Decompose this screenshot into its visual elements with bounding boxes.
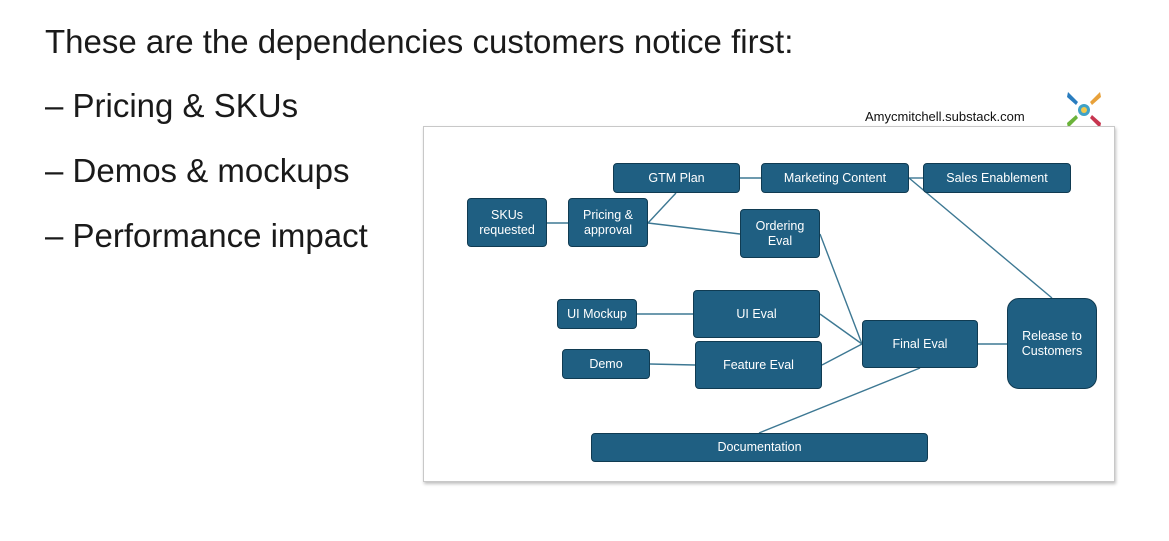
dependency-lines [547,177,1053,434]
bullet-demos-mockups: – Demos & mockups [45,152,350,189]
edge-pricing-approval-to-gtm-plan [647,192,677,224]
edge-pricing-approval-to-ordering-eval [647,222,741,235]
edge-marketing-content-to-release [908,177,1053,299]
node-ui-eval: UI Eval [693,290,820,338]
node-feature-eval: Feature Eval [695,341,822,389]
edge-feature-eval-to-final-eval [821,343,863,366]
node-sales-enablement: Sales Enablement [923,163,1071,193]
node-pricing-approval: Pricing &approval [568,198,648,247]
node-final-eval: Final Eval [862,320,978,368]
bullet-performance-impact: – Performance impact [45,217,368,254]
dependency-diagram: GTM Plan Marketing Content Sales Enablem… [423,126,1115,482]
edge-documentation-to-final-eval [758,367,921,434]
edge-ordering-eval-to-final-eval [819,233,863,345]
node-demo: Demo [562,349,650,379]
bullet-list: – Pricing & SKUs – Demos & mockups – Per… [45,84,368,279]
bullet-pricing-skus: – Pricing & SKUs [45,87,299,124]
node-gtm-plan: GTM Plan [613,163,740,193]
node-marketing-content: Marketing Content [761,163,909,193]
edge-demo-to-feature-eval [649,363,696,366]
attribution-text: Amycmitchell.substack.com [865,109,1025,124]
hands-logo-icon [1062,88,1106,132]
node-ui-mockup: UI Mockup [557,299,637,329]
node-documentation: Documentation [591,433,928,462]
slide-heading: These are the dependencies customers not… [45,23,794,60]
edge-ui-eval-to-final-eval [819,313,863,345]
